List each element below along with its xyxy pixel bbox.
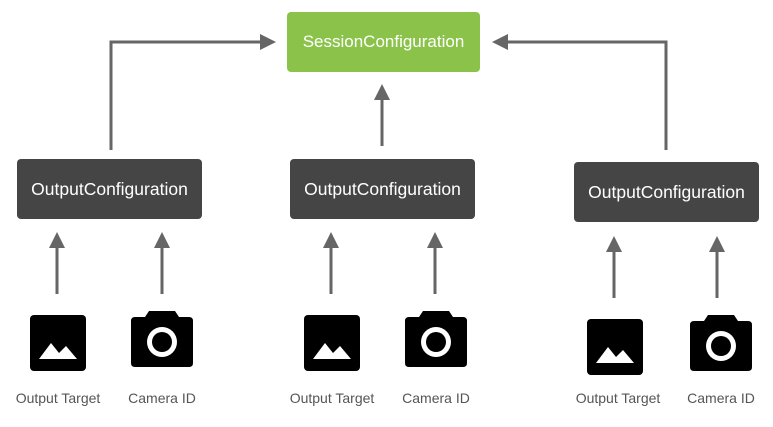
output-target-label: Output Target: [15, 390, 101, 406]
camera-icon: [690, 315, 752, 371]
arrow-outcfg3-to-session: [507, 40, 668, 150]
camera-icon: [131, 311, 193, 367]
arrow-outcfg1-to-session: [109, 40, 262, 150]
camera-id-label: Camera ID: [128, 390, 196, 406]
arrow-head: [260, 34, 276, 50]
camera-id-label: Camera ID: [402, 390, 470, 406]
output-configuration-box: OutputConfiguration: [17, 159, 202, 219]
arrow-head: [427, 232, 443, 248]
image-icon: [30, 315, 86, 371]
arrow-head: [323, 232, 339, 248]
arrow-head: [49, 232, 65, 248]
output-target-label: Output Target: [289, 390, 375, 406]
arrow-head: [709, 236, 725, 252]
output-target-label: Output Target: [575, 390, 661, 406]
camera-id-label: Camera ID: [687, 390, 755, 406]
output-configuration-box: OutputConfiguration: [574, 162, 759, 222]
arrow-head: [154, 232, 170, 248]
image-icon: [587, 319, 643, 375]
camera-icon: [405, 311, 467, 367]
image-icon: [304, 315, 360, 371]
arrow-head: [374, 84, 390, 100]
output-configuration-box: OutputConfiguration: [290, 159, 475, 219]
arrow-head: [492, 34, 508, 50]
session-configuration-box: SessionConfiguration: [287, 12, 480, 72]
arrow-head: [606, 236, 622, 252]
